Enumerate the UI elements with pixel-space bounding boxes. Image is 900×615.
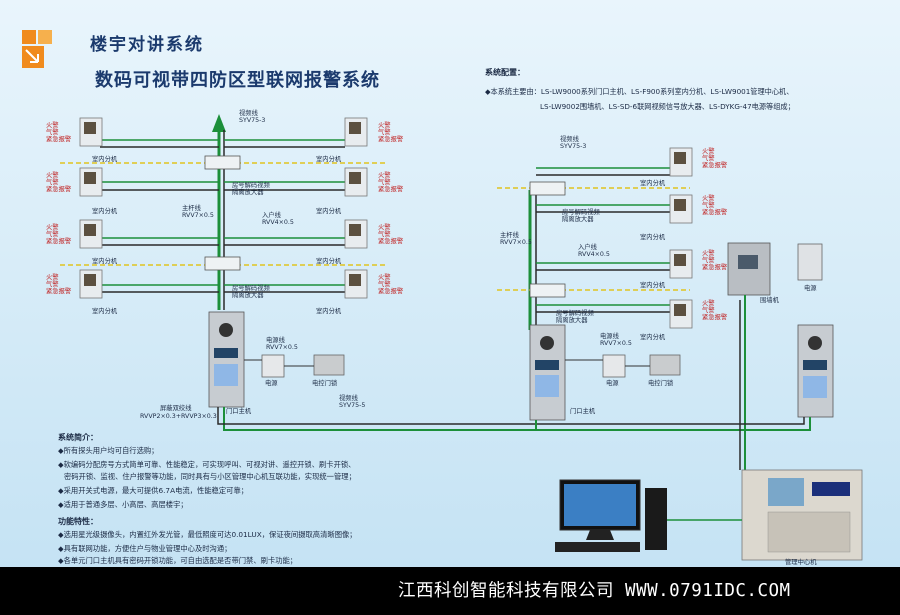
label-indoor-unit: 室内分机	[316, 156, 342, 163]
label-decoder: 房号解码视频隔离放大器	[232, 285, 270, 300]
alarm-labels: 火警气警紧急报警	[378, 224, 404, 246]
label-indoor-unit: 室内分机	[640, 180, 666, 187]
alarm-labels: 火警气警紧急报警	[702, 300, 728, 322]
footer-company: 江西科创智能科技有限公司 WWW.0791IDC.COM	[398, 581, 791, 601]
alarm-labels: 火警气警紧急报警	[378, 172, 404, 194]
label-wall-unit: 围墙机	[760, 297, 779, 304]
feature-line: ◆选用星光级摄像头，内置红外发光管，最低照度可达0.01LUX，保证夜间摄取高清…	[58, 530, 357, 539]
label-shielded: 屏蔽双绞线	[160, 405, 192, 412]
label-decoder: 房号解码视频隔离放大器	[562, 209, 600, 224]
label-indoor-unit: 室内分机	[316, 258, 342, 265]
config-line: LS-LW9002围墙机、LS-SD-6联网视频信号放大器、LS-DYKG-47…	[540, 102, 795, 111]
intro-line: ◆采用开关式电源，最大可提供6.7A电流，性能稳定可靠；	[58, 486, 249, 495]
label-indoor-unit: 室内分机	[316, 208, 342, 215]
label-indoor-unit: 室内分机	[640, 234, 666, 241]
config-title: 系统配置：	[485, 68, 525, 77]
label-indoor-unit: 室内分机	[92, 156, 118, 163]
label-power: 电源	[606, 380, 619, 387]
page-title: 楼宇对讲系统	[90, 35, 204, 55]
label-indoor-unit: 室内分机	[640, 282, 666, 289]
alarm-labels: 火警气警紧急报警	[702, 195, 728, 217]
label-management: 管理中心机	[785, 559, 817, 566]
feature-line: ◆具有联网功能，方便住户与物业管理中心及时沟通；	[58, 544, 232, 553]
alarm-labels: 火警气警紧急报警	[46, 122, 72, 144]
config-line: ◆本系统主要由：LS-LW9000系列门口主机、LS-F900系列室内分机、LS…	[485, 87, 794, 96]
alarm-labels: 火警气警紧急报警	[378, 274, 404, 296]
label-lock: 电控门锁	[312, 380, 338, 387]
label-indoor-unit: 室内分机	[316, 308, 342, 315]
brand-logo	[22, 30, 58, 68]
label-power: 电源	[804, 285, 817, 292]
intro-line: ◆所有探头用户均可自行选购；	[58, 446, 159, 455]
label-shielded-spec: RVVP2×0.3+RVVP3×0.3	[140, 413, 217, 420]
label-decoder: 房号解码视频隔离放大器	[556, 310, 594, 325]
label-indoor-unit: 室内分机	[92, 208, 118, 215]
label-door-host: 门口主机	[226, 408, 252, 415]
label-indoor-unit: 室内分机	[92, 308, 118, 315]
alarm-labels: 火警气警紧急报警	[46, 172, 72, 194]
alarm-labels: 火警气警紧急报警	[378, 122, 404, 144]
label-power: 电源	[265, 380, 278, 387]
alarm-labels: 火警气警紧急报警	[46, 274, 72, 296]
footer-bar	[0, 567, 900, 615]
intro-line: ◆软编码分配房号方式简单可靠、性能稳定，可实现呼叫、可视对讲、遥控开锁、刷卡开锁…	[58, 460, 356, 469]
feature-line: ◆各单元门口主机具有密码开锁功能，可自由选配是否带门禁、刷卡功能；	[58, 556, 298, 565]
intro-title: 系统简介：	[58, 433, 98, 442]
alarm-labels: 火警气警紧急报警	[702, 148, 728, 170]
label-indoor-unit: 室内分机	[92, 258, 118, 265]
label-door-host: 门口主机	[570, 408, 596, 415]
alarm-labels: 火警气警紧急报警	[702, 250, 728, 272]
alarm-labels: 火警气警紧急报警	[46, 224, 72, 246]
label-indoor-unit: 室内分机	[640, 334, 666, 341]
label-decoder: 房号解码视频隔离放大器	[232, 182, 270, 197]
label-lock: 电控门锁	[648, 380, 674, 387]
features-title: 功能特性：	[58, 517, 98, 526]
intro-line: 密码开锁、监视、住户报警等功能，同时具有与小区管理中心机互联功能，实现统一管理；	[64, 472, 356, 481]
intro-line: ◆适用于普通多层、小高层、高层楼宇；	[58, 500, 188, 509]
page-subtitle: 数码可视带四防区型联网报警系统	[95, 70, 380, 91]
